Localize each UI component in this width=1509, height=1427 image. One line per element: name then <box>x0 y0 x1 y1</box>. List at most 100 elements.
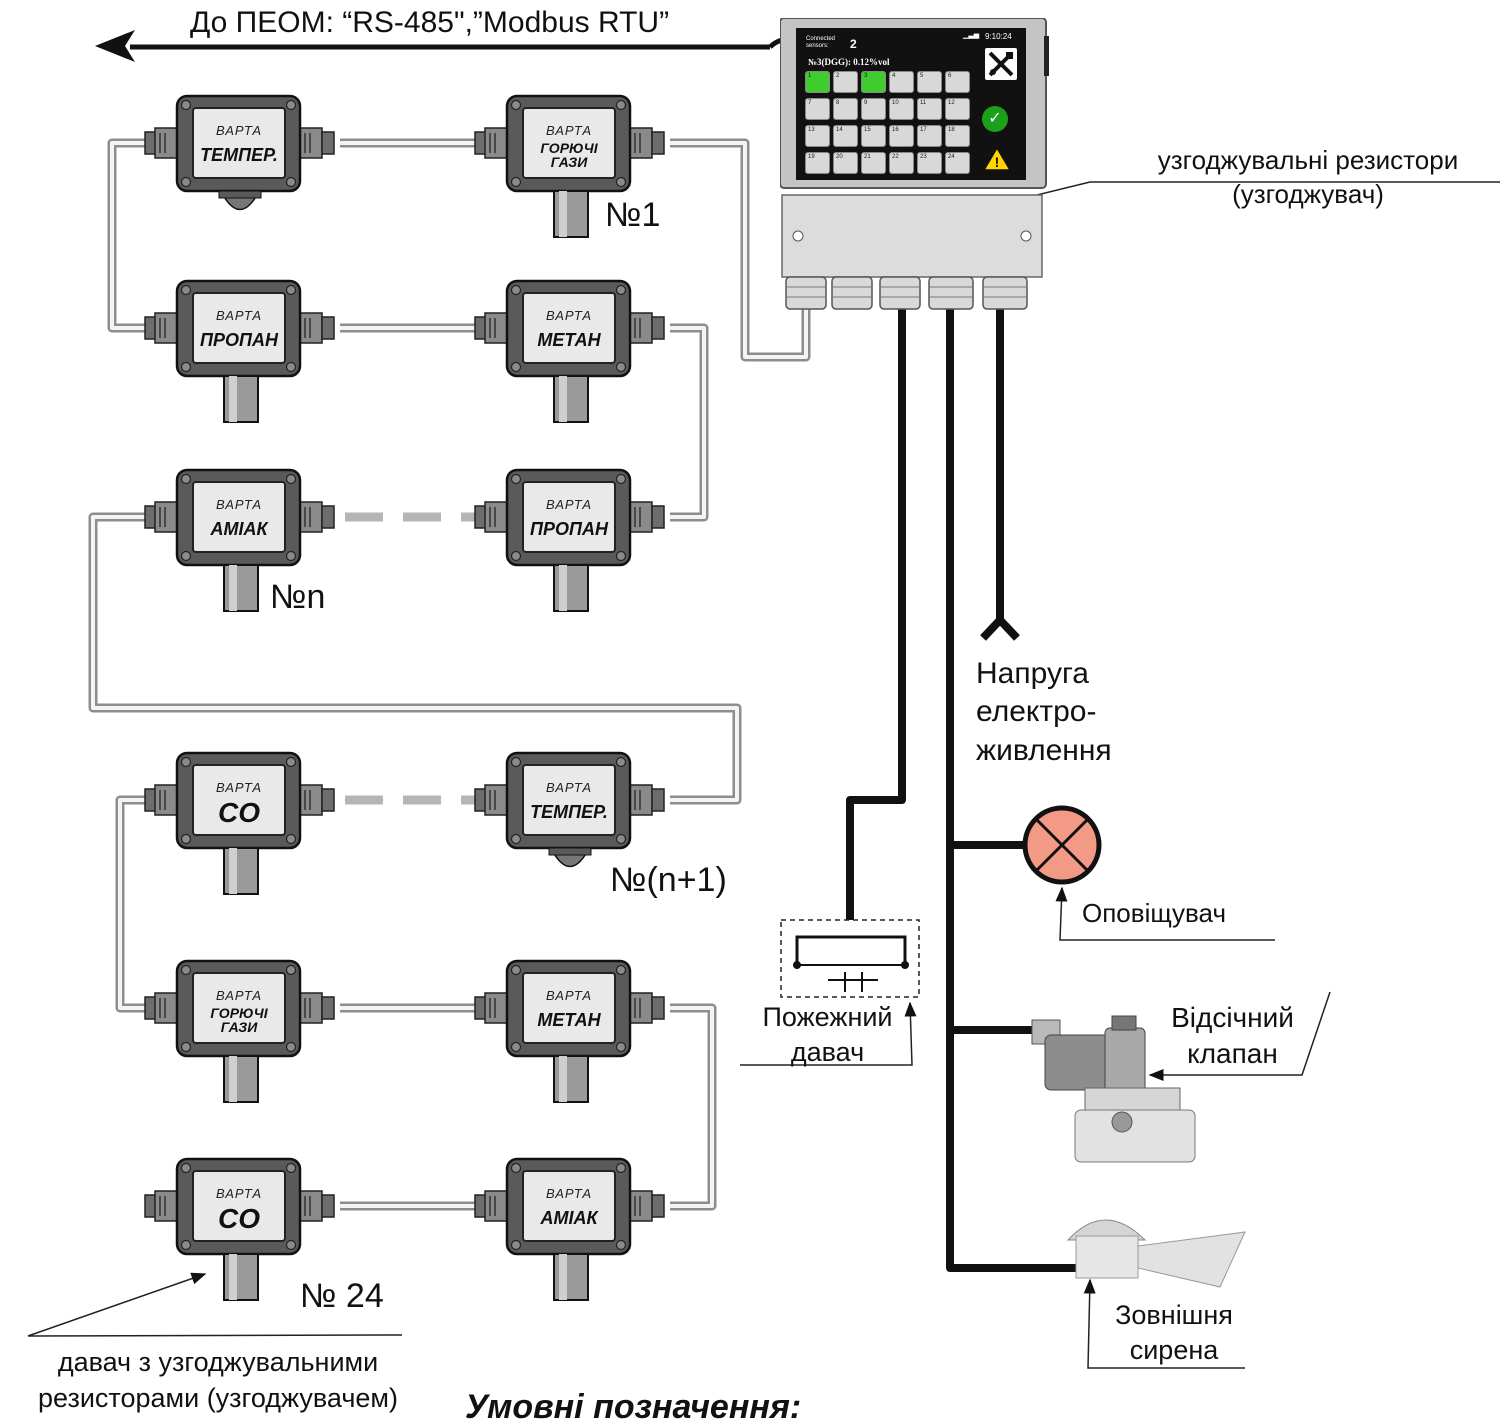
sensor-cell[interactable]: 4 <box>889 71 914 93</box>
terminator-label: узгоджувальні резистори (узгоджувач) <box>1138 144 1478 212</box>
alarm-label: Оповіщувач <box>1082 898 1226 928</box>
sensor-cell[interactable]: 15 <box>861 125 886 147</box>
sensor-gas-label: CO <box>218 797 260 828</box>
valve-label-text: Відсічний клапан <box>1171 1002 1294 1069</box>
sensor-brand: ВАРТА <box>215 497 263 512</box>
connected-sensors-label: Connected sensors: <box>806 36 836 49</box>
sensor-3: ВАРТА ПРОПАН <box>144 279 605 423</box>
sensor-1: ВАРТА ТЕМПЕР. <box>144 94 605 226</box>
sensor-brand: ВАРТА <box>545 123 593 138</box>
sensor-cell[interactable]: 6 <box>945 71 970 93</box>
sensor-8: ВАРТА ТЕМПЕР. <box>474 751 935 883</box>
sensor-body <box>474 959 665 1103</box>
sensor-gas-label: ТЕМПЕР. <box>200 145 278 165</box>
sensor-brand: ВАРТА <box>215 308 263 323</box>
sensor-cell[interactable]: 14 <box>833 125 858 147</box>
sensor-gas-label: ПРОПАН <box>200 330 278 350</box>
sensor-number: №1 <box>605 196 661 234</box>
sensor-bus-cable <box>88 138 811 1211</box>
sensor-brand: ВАРТА <box>545 497 593 512</box>
svg-text:!: ! <box>995 154 1000 170</box>
end-sensor-label: давач з узгоджувальними резисторами (узг… <box>8 1344 428 1417</box>
sensor-body <box>144 279 335 423</box>
sensor-cell[interactable]: 5 <box>917 71 942 93</box>
siren-label-text: Зовнішня сирена <box>1115 1300 1233 1365</box>
sensor-12: ВАРТА АМІАК <box>474 1157 935 1301</box>
sensor-cell[interactable]: 10 <box>889 98 914 120</box>
sensor-gas-label: МЕТАН <box>537 1010 601 1030</box>
power-label: Напруга електро- живлення <box>976 655 1146 770</box>
terminator-label-text: узгоджувальні резистори (узгоджувач) <box>1157 145 1459 209</box>
sensor-cell[interactable]: 22 <box>889 152 914 174</box>
sensor-brand: ВАРТА <box>215 780 263 795</box>
sensor-gas-label: АМІАК <box>540 1208 598 1228</box>
sensor-brand: ВАРТА <box>215 123 263 138</box>
valve-label: Відсічний клапан <box>1160 1000 1305 1072</box>
legend-title: Умовні позначення: <box>465 1388 802 1426</box>
sensor-cell[interactable]: 12 <box>945 98 970 120</box>
sensor-body <box>474 468 665 612</box>
sensor-body <box>144 751 335 895</box>
sensor-brand: ВАРТА <box>215 988 263 1003</box>
sensor-2: ВАРТА ГОРЮЧІ ГАЗИ <box>474 94 935 238</box>
sensor-gas-label: АМІАК <box>210 519 268 539</box>
sensor-brand: ВАРТА <box>545 308 593 323</box>
fire-sensor-symbol <box>780 919 920 998</box>
sensor-11: ВАРТА CO <box>144 1157 605 1301</box>
sensor-brand: ВАРТА <box>215 1186 263 1201</box>
sensor-cell[interactable]: 21 <box>861 152 886 174</box>
sensor-cell[interactable]: 7 <box>805 98 830 120</box>
sensor-cell[interactable]: 20 <box>833 152 858 174</box>
ok-icon[interactable]: ✓ <box>982 106 1008 132</box>
sensor-body <box>144 959 335 1103</box>
sensor-cell[interactable]: 17 <box>917 125 942 147</box>
sensor-gas-label: ПРОПАН <box>530 519 608 539</box>
sensor-body <box>144 468 335 612</box>
sensor-body <box>474 279 665 423</box>
sensor-brand: ВАРТА <box>545 988 593 1003</box>
sensor-body <box>474 94 665 238</box>
sensor-cell[interactable]: 13 <box>805 125 830 147</box>
alarm-lamp <box>1022 805 1102 885</box>
cut-off-valve <box>1031 1015 1196 1163</box>
sensor-number: № 24 <box>300 1277 384 1315</box>
sensor-cell[interactable]: 9 <box>861 98 886 120</box>
sensor-cell[interactable]: 2 <box>833 71 858 93</box>
sensor-cell[interactable]: 1 <box>805 71 830 93</box>
settings-icon[interactable] <box>985 48 1017 80</box>
fire-sensor-label: Пожежний давач <box>750 1000 905 1069</box>
sensor-cell[interactable]: 24 <box>945 152 970 174</box>
sensor-10: ВАРТА МЕТАН <box>474 959 935 1103</box>
sensor-4: ВАРТА МЕТАН <box>474 279 935 423</box>
sensor-gas-label: ГОРЮЧІ ГАЗИ <box>210 1005 268 1035</box>
sensor-cell[interactable]: 11 <box>917 98 942 120</box>
sensor-6: ВАРТА ПРОПАН <box>474 468 935 612</box>
sensor-number: №n <box>270 578 326 616</box>
sensor-body <box>144 1157 335 1301</box>
sensor-cell[interactable]: 8 <box>833 98 858 120</box>
sensor-cell[interactable]: 16 <box>889 125 914 147</box>
sensor-number: №(n+1) <box>610 861 727 899</box>
sensor-9: ВАРТА ГОРЮЧІ ГАЗИ <box>144 959 605 1103</box>
sensor-cell[interactable]: 18 <box>945 125 970 147</box>
end-sensor-label-text: давач з узгоджувальними резисторами (узг… <box>38 1347 398 1414</box>
sensor-body <box>144 94 335 211</box>
sensor-5: ВАРТА АМІАК <box>144 468 605 612</box>
sensor-gas-label: МЕТАН <box>537 330 601 350</box>
sensor-reading: №3(DGG): 0.12%vol <box>808 57 890 67</box>
sensor-gas-label: ГОРЮЧІ ГАЗИ <box>540 140 598 170</box>
sensor-gas-label: CO <box>218 1203 260 1234</box>
warning-icon[interactable]: ! <box>982 146 1012 172</box>
housing-side <box>1044 36 1049 76</box>
sensor-cell[interactable]: 3 <box>861 71 886 93</box>
sensor-cell[interactable]: 23 <box>917 152 942 174</box>
connected-sensors-count: 2 <box>850 37 857 51</box>
sensor-brand: ВАРТА <box>545 1186 593 1201</box>
power-cables <box>846 305 1080 1272</box>
sensor-cell[interactable]: 19 <box>805 152 830 174</box>
sensor-body <box>474 751 665 868</box>
signal-icon: ▁▃▅ <box>963 32 980 39</box>
